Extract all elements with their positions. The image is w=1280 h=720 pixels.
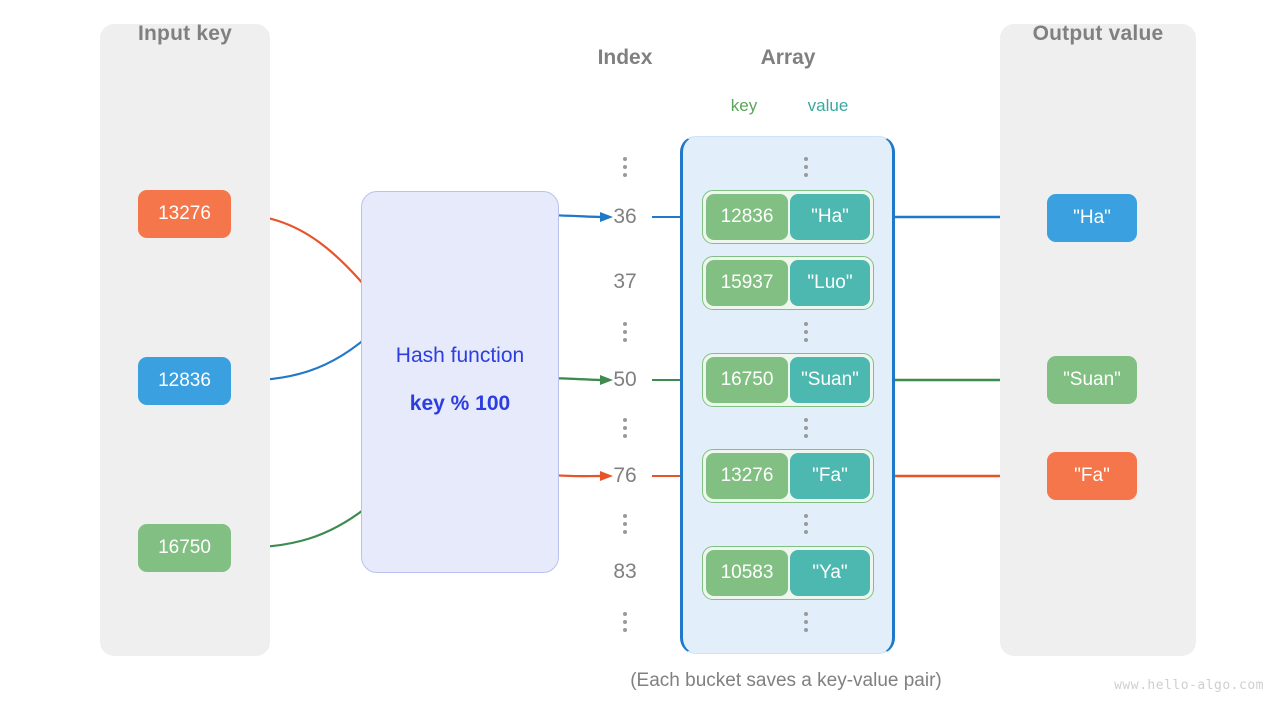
index-label: 50 bbox=[613, 368, 637, 391]
diagram-caption: (Each bucket saves a key-value pair) bbox=[630, 670, 942, 691]
bucket-key: 16750 bbox=[706, 357, 788, 403]
output-panel-title: Output value bbox=[1032, 22, 1164, 45]
bucket[interactable]: 10583 "Ya" bbox=[702, 546, 874, 600]
index-ellipsis bbox=[595, 322, 655, 342]
output-value-item[interactable]: "Ha" bbox=[1047, 194, 1137, 242]
array-ellipsis bbox=[776, 418, 836, 438]
index-label: 37 bbox=[613, 270, 637, 293]
index-label: 76 bbox=[613, 464, 637, 487]
bucket-key: 15937 bbox=[706, 260, 788, 306]
input-key-item[interactable]: 12836 bbox=[138, 357, 231, 405]
index-ellipsis bbox=[595, 514, 655, 534]
bucket-key: 10583 bbox=[706, 550, 788, 596]
output-value-panel bbox=[1000, 24, 1196, 656]
bucket[interactable]: 13276 "Fa" bbox=[702, 449, 874, 503]
bucket[interactable]: 15937 "Luo" bbox=[702, 256, 874, 310]
array-ellipsis bbox=[776, 157, 836, 177]
input-key-item[interactable]: 16750 bbox=[138, 524, 231, 572]
bucket-key: 12836 bbox=[706, 194, 788, 240]
index-label: 83 bbox=[613, 560, 637, 583]
array-ellipsis bbox=[776, 322, 836, 342]
value-sub-heading: value bbox=[807, 96, 849, 115]
bucket-key: 13276 bbox=[706, 453, 788, 499]
hash-function-label: Hash function bbox=[395, 344, 525, 367]
index-ellipsis bbox=[595, 612, 655, 632]
output-value-item[interactable]: "Fa" bbox=[1047, 452, 1137, 500]
bucket-value: "Fa" bbox=[790, 453, 870, 499]
index-label: 36 bbox=[613, 205, 637, 228]
bucket-value: "Ya" bbox=[790, 550, 870, 596]
index-ellipsis bbox=[595, 157, 655, 177]
index-ellipsis bbox=[595, 418, 655, 438]
array-ellipsis bbox=[776, 612, 836, 632]
array-ellipsis bbox=[776, 514, 836, 534]
key-sub-heading: key bbox=[730, 96, 758, 115]
hash-function-formula: key % 100 bbox=[409, 392, 511, 415]
watermark: www.hello-algo.com bbox=[1114, 678, 1264, 693]
bucket[interactable]: 12836 "Ha" bbox=[702, 190, 874, 244]
bucket-value: "Ha" bbox=[790, 194, 870, 240]
bucket[interactable]: 16750 "Suan" bbox=[702, 353, 874, 407]
output-value-item[interactable]: "Suan" bbox=[1047, 356, 1137, 404]
hash-function-box bbox=[361, 191, 559, 573]
input-key-item[interactable]: 13276 bbox=[138, 190, 231, 238]
bucket-value: "Suan" bbox=[790, 357, 870, 403]
input-panel-title: Input key bbox=[138, 22, 232, 45]
array-column-heading: Array bbox=[760, 46, 816, 69]
bucket-value: "Luo" bbox=[790, 260, 870, 306]
index-column-heading: Index bbox=[597, 46, 653, 69]
